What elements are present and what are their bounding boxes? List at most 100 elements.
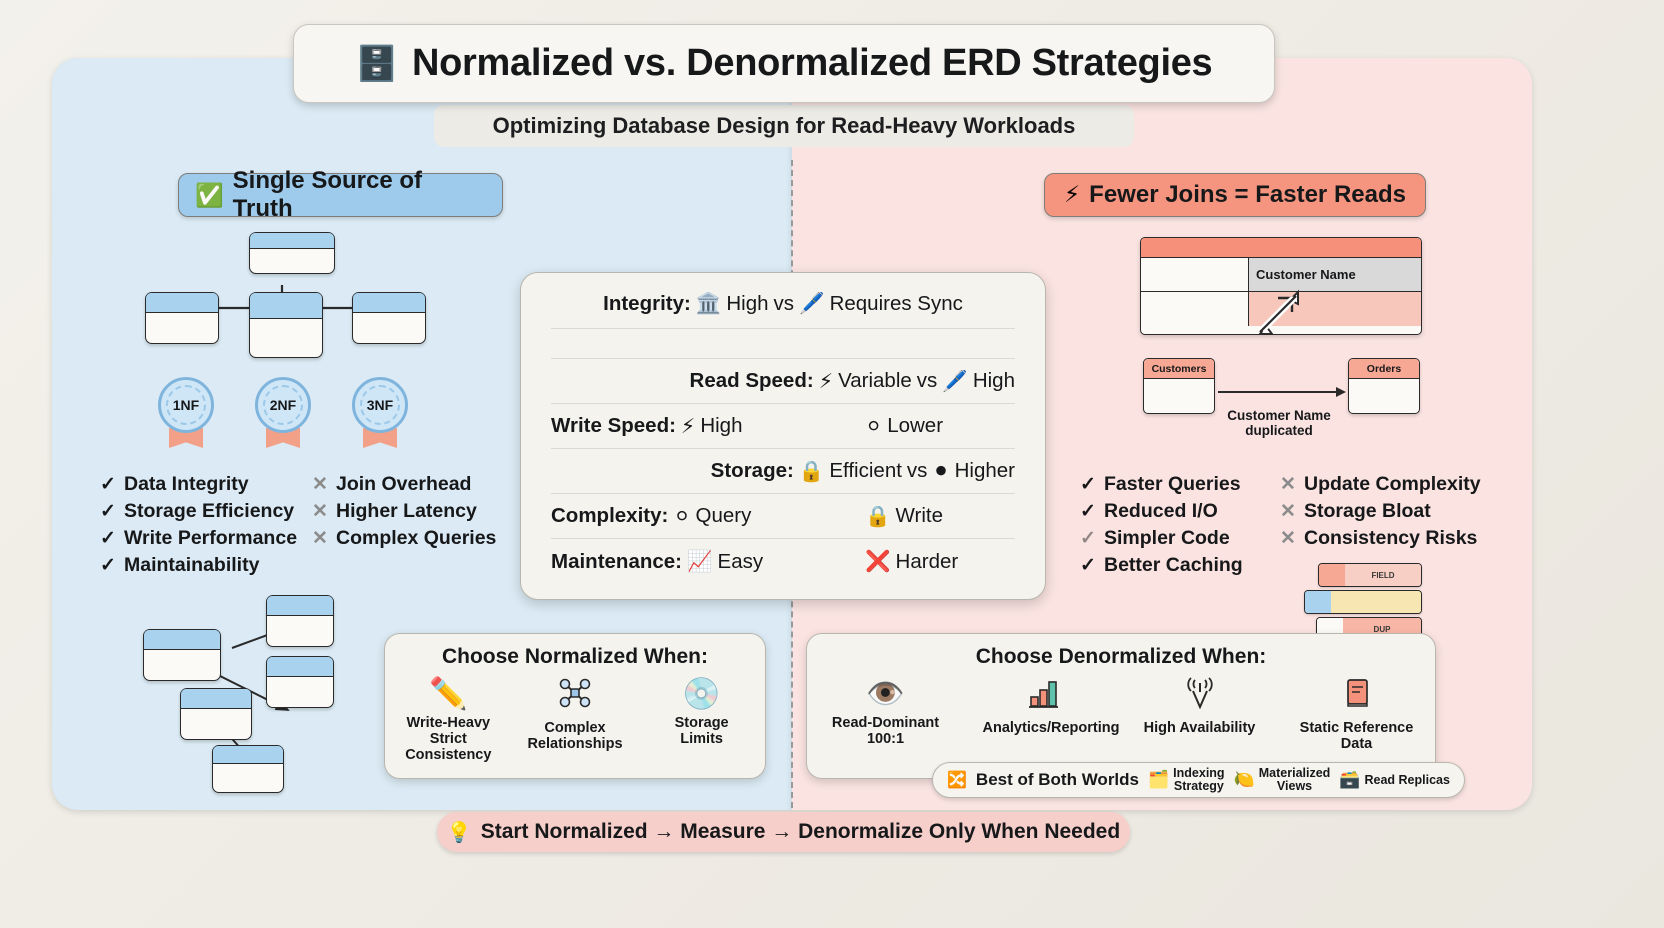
high-voltage-icon: ⚡	[680, 414, 696, 438]
comparison-row-read-speed: Read Speed: ⚡ Variable vs 🖊️ High	[551, 359, 1015, 404]
erd-node-right	[352, 292, 426, 344]
right-pros-column: ✓Faster Queries ✓Reduced I/O ✓Simpler Co…	[1080, 473, 1280, 577]
database-icon: 🗄️	[355, 43, 398, 84]
cross-mark-icon: ❌	[865, 549, 891, 573]
pencil-icon: 🖊️	[799, 291, 825, 315]
books-icon	[1297, 677, 1417, 716]
erd-node-left	[145, 292, 219, 344]
choose-denormalized-item: 👁️ Read-Dominant 100:1	[826, 677, 946, 752]
comparison-card: Integrity: 🏛️ High vs 🖊️ Requires Sync R…	[520, 272, 1046, 600]
grey-circle-icon: ⚪	[865, 414, 883, 438]
erd-node-center	[249, 292, 323, 358]
comparison-row-integrity: Integrity: 🏛️ High vs 🖊️ Requires Sync	[551, 279, 1015, 329]
title-card: 🗄️ Normalized vs. Denormalized ERD Strat…	[293, 24, 1275, 103]
check-icon: ✓	[100, 528, 116, 549]
stacked-card-2	[1304, 590, 1422, 614]
selected-column-header: Customer Name	[1249, 258, 1421, 292]
right-section-header: ⚡ Fewer Joins = Faster Reads	[1044, 173, 1426, 217]
erd-lower-node-1	[143, 629, 221, 681]
footer-banner: 💡 Start Normalized → Measure → Denormali…	[437, 812, 1130, 852]
badge-3nf: 3NF	[352, 377, 408, 448]
list-item: ✕Complex Queries	[312, 527, 497, 549]
page-subtitle: Optimizing Database Design for Read-Heav…	[492, 113, 1076, 138]
check-icon: ✓	[1080, 528, 1096, 549]
list-item: ✕Update Complexity	[1280, 473, 1481, 495]
classical-building-icon: 🏛️	[695, 291, 722, 315]
best-of-both-worlds-strip: 🔀 Best of Both Worlds 🗂️ Indexing Strate…	[932, 762, 1465, 798]
shuffle-icon: 🔀	[947, 772, 967, 789]
eye-icon: 👁️	[866, 676, 905, 712]
check-mark-button-icon: ✅	[195, 182, 224, 209]
left-cons-column: ✕Join Overhead ✕Higher Latency ✕Complex …	[312, 473, 496, 577]
pen-icon: 🖊️	[942, 368, 968, 393]
cross-icon: ✕	[1280, 501, 1296, 522]
list-item: ✓Better Caching	[1080, 554, 1243, 576]
check-icon: ✓	[1080, 501, 1096, 522]
list-item: ✓Maintainability	[100, 554, 260, 576]
check-icon: ✓	[1080, 555, 1096, 576]
choose-denormalized-card: Choose Denormalized When: 👁️ Read-Domina…	[806, 633, 1436, 779]
table-row: Customer Name	[1141, 258, 1421, 292]
antenna-icon	[1140, 677, 1260, 716]
list-item: ✕Higher Latency	[312, 500, 477, 522]
comparison-row-write-speed: Write Speed: ⚡ High ⚪ Lower	[551, 404, 1015, 449]
duplication-note: Customer Name duplicated	[1227, 408, 1331, 438]
left-pros-cons: ✓Data Integrity ✓Storage Efficiency ✓Wri…	[100, 473, 496, 577]
cross-icon: ✕	[1280, 528, 1296, 549]
choose-denormalized-title: Choose Denormalized When:	[975, 645, 1267, 668]
erd-lower-node-3	[266, 656, 334, 708]
lemon-icon: 🍋	[1233, 770, 1255, 790]
right-cons-column: ✕Update Complexity ✕Storage Bloat ✕Consi…	[1280, 473, 1481, 577]
erd-lower-node-2	[266, 595, 334, 647]
network-nodes-icon	[515, 677, 635, 716]
lock-icon: 🔒	[865, 503, 891, 528]
check-icon: ✓	[1080, 474, 1096, 495]
choose-normalized-card: Choose Normalized When: ✏️ Write-Heavy S…	[384, 633, 766, 779]
customers-table-mini: Customers	[1143, 358, 1215, 414]
list-item: ✓Faster Queries	[1080, 473, 1241, 495]
grey-circle-icon: ⚪	[673, 504, 691, 528]
chip-read-replicas: 🗃️ Read Replicas	[1339, 770, 1450, 790]
list-item: ✕Join Overhead	[312, 473, 472, 495]
list-item: ✓Reduced I/O	[1080, 500, 1218, 522]
subtitle-card: Optimizing Database Design for Read-Heav…	[434, 105, 1134, 147]
erd-lower-node-4	[180, 688, 252, 740]
stacked-card-1: FIELD	[1318, 563, 1422, 587]
comparison-row-maintenance: Maintenance: 📈 Easy ❌ Harder	[551, 549, 959, 573]
resize-cursor-icon	[1258, 289, 1299, 335]
comparison-spacer	[551, 329, 1015, 359]
denormalized-table: Customer Name	[1140, 237, 1422, 335]
right-pros-cons: ✓Faster Queries ✓Reduced I/O ✓Simpler Co…	[1080, 473, 1481, 577]
choose-normalized-title: Choose Normalized When:	[441, 645, 709, 668]
table-cell	[1141, 258, 1249, 292]
comparison-row-storage: Storage: 🔒 Efficient vs ⚫ Higher	[551, 449, 1015, 494]
choose-denormalized-item: Analytics/Reporting	[983, 677, 1119, 752]
card-file-box-icon: 🗃️	[1339, 770, 1361, 790]
table-title-bar	[1141, 238, 1421, 258]
page-title: Normalized vs. Denormalized ERD Strategi…	[411, 42, 1213, 84]
bar-chart-icon	[983, 677, 1103, 716]
badge-2nf: 2NF	[255, 377, 311, 448]
chip-indexing-strategy: 🗂️ Indexing Strategy	[1148, 766, 1225, 793]
table-row	[1141, 292, 1421, 326]
choose-denormalized-item: High Availability	[1140, 677, 1260, 752]
light-bulb-icon: 💡	[446, 820, 472, 844]
storage-disc-icon: 💿	[682, 676, 721, 712]
cross-icon: ✕	[1280, 474, 1296, 495]
orders-table-mini: Orders	[1348, 358, 1420, 414]
list-item: ✓Storage Efficiency	[100, 500, 295, 522]
pencil-icon: ✏️	[429, 676, 468, 712]
cross-icon: ✕	[312, 528, 328, 549]
best-of-both-label: Best of Both Worlds	[975, 770, 1139, 789]
check-icon: ✓	[100, 555, 116, 576]
chart-increasing-icon: 📈	[687, 549, 713, 573]
cross-icon: ✕	[312, 474, 328, 495]
erd-lower-node-5	[212, 745, 284, 793]
list-item: ✓Write Performance	[100, 527, 298, 549]
choose-denormalized-item: Static Reference Data	[1297, 677, 1417, 752]
comparison-row-complexity: Complexity: ⚪ Query 🔒 Write	[551, 494, 1015, 539]
list-item: ✓Data Integrity	[100, 473, 249, 495]
badge-1nf: 1NF	[158, 377, 214, 448]
chip-materialized-views: 🍋 Materialized Views	[1233, 766, 1331, 793]
